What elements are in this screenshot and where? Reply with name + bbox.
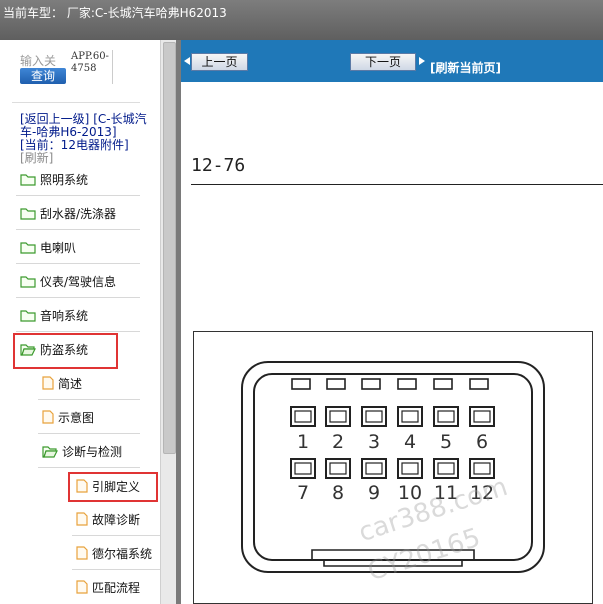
divider (12, 102, 140, 103)
separator (38, 399, 140, 400)
pin-label: 8 (332, 482, 344, 504)
pin-label: 4 (404, 431, 416, 453)
pin-label: 7 (297, 482, 309, 504)
arrow-right-icon (419, 57, 425, 65)
highlight-box (68, 472, 158, 502)
sidebar-item-diagram[interactable]: 示意图 (42, 408, 94, 426)
arrow-left-icon (184, 57, 190, 65)
connector-figure: 1 2 3 4 5 6 7 8 9 10 11 12 (193, 331, 593, 604)
current-model-label: 当前车型： 厂家:C-长城汽车哈弗H62013 (3, 6, 227, 20)
sidebar: 输入关 查询 APP.60-4758 [返回上一级] [C-长城汽车-哈弗H6-… (0, 40, 160, 604)
scrollbar-thumb[interactable] (163, 42, 176, 454)
document-viewer: 上一页 下一页 [刷新当前页] 12-76 (181, 40, 603, 604)
sidebar-item-matching[interactable]: 匹配流程 (76, 578, 140, 596)
separator (38, 467, 140, 468)
pin-label: 11 (434, 482, 458, 504)
pin-label: 1 (297, 431, 309, 453)
sidebar-item-label: 诊断与检测 (62, 444, 123, 459)
file-icon (76, 512, 88, 526)
sidebar-item-diagnosis[interactable]: 诊断与检测 (42, 442, 122, 460)
next-page-button[interactable]: 下一页 (350, 53, 416, 71)
sidebar-item-pin-definition[interactable]: 引脚定义 (76, 477, 140, 495)
divider (112, 50, 113, 84)
search-input[interactable]: 输入关 (20, 54, 57, 68)
sidebar-item-label: 电喇叭 (40, 240, 77, 255)
refresh-link[interactable]: [刷新] (20, 151, 54, 165)
sidebar-item-label: 匹配流程 (92, 580, 141, 595)
search-button[interactable]: 查询 (20, 68, 66, 84)
folder-open-icon (42, 445, 58, 458)
separator (16, 297, 140, 298)
prev-page-button[interactable]: 上一页 (191, 53, 248, 71)
sidebar-item-label: 示意图 (58, 410, 95, 425)
pin-label: 3 (368, 431, 380, 453)
separator (72, 569, 160, 570)
folder-open-icon (20, 343, 36, 356)
folder-icon (20, 207, 36, 220)
separator (16, 331, 140, 332)
separator (38, 433, 140, 434)
sidebar-item-antitheft[interactable]: 防盗系统 (20, 340, 88, 358)
file-icon (76, 546, 88, 560)
sidebar-scrollbar[interactable] (160, 40, 177, 604)
sidebar-item-wiper[interactable]: 刮水器/洗涤器 (20, 204, 116, 222)
folder-icon (20, 173, 36, 186)
separator (16, 229, 140, 230)
separator (72, 535, 160, 536)
sidebar-item-label: 简述 (58, 376, 83, 391)
file-icon (76, 580, 88, 594)
file-icon (42, 376, 54, 390)
top-bar: 当前车型： 厂家:C-长城汽车哈弗H62013 (0, 0, 603, 40)
parent-link[interactable]: [C-长城汽车-哈弗H6-2013] (20, 112, 147, 139)
sidebar-item-horn[interactable]: 电喇叭 (20, 238, 76, 256)
pane-divider[interactable] (176, 40, 181, 604)
current-path: [当前：12电器附件] (20, 138, 129, 152)
pin-label: 12 (470, 482, 494, 504)
pin-label: 6 (476, 431, 488, 453)
pin-label: 2 (332, 431, 344, 453)
file-icon (76, 479, 88, 493)
sidebar-item-fault-diagnosis[interactable]: 故障诊断 (76, 510, 140, 528)
page-rule (191, 184, 603, 185)
pin-label: 9 (368, 482, 380, 504)
page-number: 12-76 (191, 155, 246, 176)
sidebar-item-label: 防盗系统 (40, 342, 89, 357)
sidebar-item-label: 故障诊断 (92, 512, 141, 527)
separator (16, 195, 140, 196)
connector-drawing: 1 2 3 4 5 6 7 8 9 10 11 12 (241, 361, 545, 573)
folder-icon (20, 241, 36, 254)
sidebar-item-label: 引脚定义 (92, 479, 141, 494)
page-toolbar: 上一页 下一页 [刷新当前页] (181, 40, 603, 82)
sidebar-item-label: 音响系统 (40, 308, 89, 323)
separator (16, 263, 140, 264)
refresh-page-link[interactable]: [刷新当前页] (430, 61, 501, 75)
sidebar-item-delphi[interactable]: 德尔福系统 (76, 544, 152, 562)
highlight-box (13, 333, 118, 369)
sidebar-item-lighting[interactable]: 照明系统 (20, 170, 88, 188)
folder-icon (20, 309, 36, 322)
pin-label: 5 (440, 431, 452, 453)
sidebar-item-audio[interactable]: 音响系统 (20, 306, 88, 324)
file-icon (42, 410, 54, 424)
sidebar-item-label: 刮水器/洗涤器 (40, 206, 117, 221)
sidebar-item-instrument[interactable]: 仪表/驾驶信息 (20, 272, 116, 290)
pin-label: 10 (398, 482, 422, 504)
back-link[interactable]: [返回上一级] (20, 112, 90, 126)
app-note: APP.60-4758 (71, 51, 109, 74)
folder-icon (20, 275, 36, 288)
sidebar-item-label: 德尔福系统 (92, 546, 153, 561)
sidebar-item-overview[interactable]: 简述 (42, 374, 82, 392)
sidebar-item-label: 仪表/驾驶信息 (40, 274, 117, 289)
sidebar-item-label: 照明系统 (40, 172, 89, 187)
breadcrumb: [返回上一级] [C-长城汽车-哈弗H6-2013] [当前：12电器附件] [… (20, 113, 150, 165)
